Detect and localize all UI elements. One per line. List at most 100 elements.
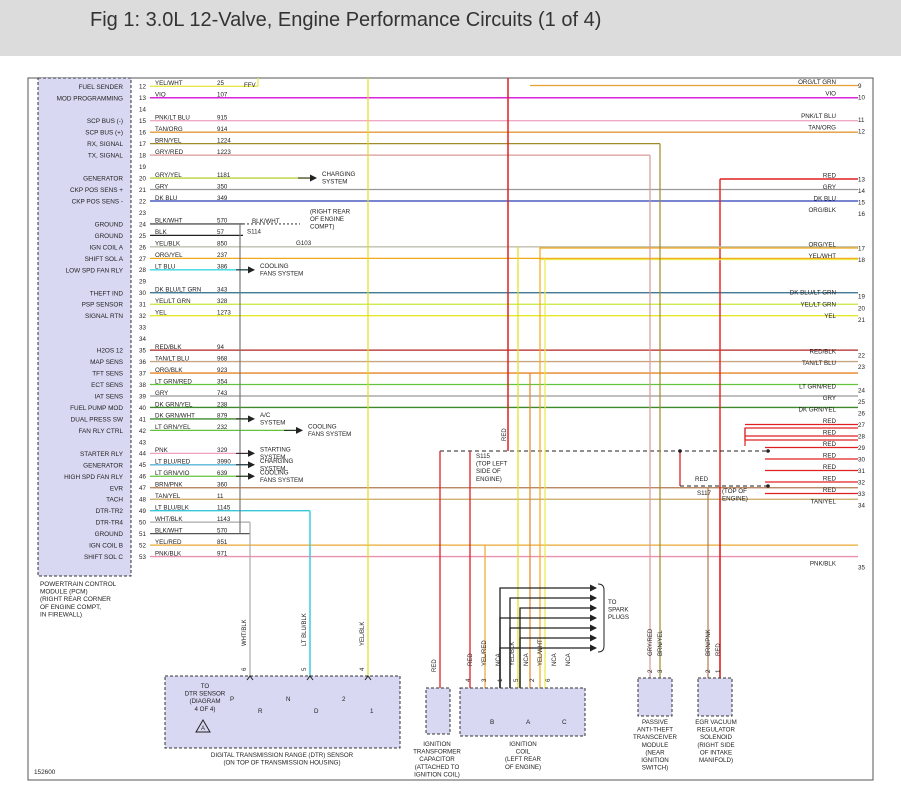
pin-num-24: 24: [139, 221, 146, 228]
pin-num-39: 39: [139, 393, 146, 400]
pin-num-28: 28: [139, 267, 146, 274]
wire-color-50: WHT/BLK: [155, 516, 183, 523]
right-color-13: RED: [823, 173, 837, 180]
pcm-label-32: SIGNAL RTN: [85, 313, 123, 320]
right-pin-25: 25: [858, 399, 865, 406]
circuit-13: 107: [217, 92, 228, 99]
egr-pin-0: 2: [705, 669, 712, 673]
ignition-coil: [459, 687, 586, 737]
right-color-35: PNK/BLK: [810, 561, 837, 568]
egr-caption-5: MANIFOLD): [699, 757, 733, 764]
spark-wire-4: [509, 627, 596, 696]
pcm-label-30: THEFT IND: [90, 290, 124, 297]
dtr-pin-0: 6: [241, 667, 248, 671]
right-color-34: TAN/YEL: [811, 499, 837, 506]
pcm-label-38: ECT SENS: [91, 382, 123, 389]
pin-num-22: 22: [139, 198, 146, 205]
circuit-40: 238: [217, 401, 228, 408]
wire-color-15: PNK/LT BLU: [155, 115, 190, 122]
coil-wire-2: NCA: [496, 653, 502, 666]
right-pin-20: 20: [858, 306, 865, 313]
wire-color-25: BLK: [155, 229, 168, 236]
pin-num-37: 37: [139, 370, 146, 377]
spark-bracket: [597, 583, 605, 653]
right-pin-28: 28: [858, 434, 865, 441]
splice-dot-2: [766, 449, 770, 453]
right-color-15: DK BLU: [814, 196, 836, 203]
dtr-note-2: (DIAGRAM: [190, 698, 221, 705]
pin-num-25: 25: [139, 233, 146, 240]
dtr-note-1: DTR SENSOR: [185, 691, 226, 698]
right-pin-31: 31: [858, 468, 865, 475]
right-color-29: RED: [823, 441, 837, 448]
pin-num-13: 13: [139, 95, 146, 102]
right-pin-15: 15: [858, 200, 865, 207]
s114-label: S114: [247, 228, 262, 235]
egr-caption-0: EGR VACUUM: [695, 719, 736, 726]
right-color-19: DK BLU/LT GRN: [790, 290, 836, 297]
wire-color-51: BLK/WHT: [155, 527, 183, 534]
right-color-9: ORG/LT GRN: [798, 79, 836, 86]
pcm-label-26: IGN COIL A: [89, 244, 123, 251]
circuit-26: 850: [217, 241, 228, 248]
pin-num-50: 50: [139, 520, 146, 527]
wire-color-53: PNK/BLK: [155, 550, 182, 557]
wire-color-30: DK BLU/LT GRN: [155, 287, 201, 294]
spark-wire-5: [519, 637, 596, 696]
wire-color-37: ORG/BLK: [155, 367, 183, 374]
cap-wire: RED: [432, 659, 438, 672]
circuit-15: 915: [217, 115, 228, 122]
pats-wire-1: BRN/YEL: [658, 630, 664, 656]
dtr-sw-5: 1: [370, 708, 374, 715]
pats-caption-4: (NEAR: [645, 749, 665, 756]
wire-color-41: DK GRN/WHT: [155, 413, 195, 420]
coil-letter-2: C: [562, 719, 567, 726]
wire-color-16: TAN/ORG: [155, 126, 183, 133]
pcm-label-31: PSP SENSOR: [82, 302, 124, 309]
right-pin-13: 13: [858, 177, 865, 184]
pats-module: [637, 677, 673, 717]
spark-label-1: SPARK: [608, 607, 629, 614]
pcm-label-35: H2OS 12: [97, 348, 124, 355]
right-color-18: YEL/WHT: [808, 253, 836, 260]
wire-color-49: LT BLU/BLK: [155, 504, 190, 511]
dtr-pin-2: 4: [359, 667, 366, 671]
cooling_1-label-16-0: COOLING: [260, 263, 289, 270]
pcm-label-42: FAN RLY CTRL: [78, 428, 123, 435]
circuit-36: 968: [217, 355, 228, 362]
right-pin-24: 24: [858, 388, 865, 395]
wire-color-24: BLK/WHT: [155, 218, 183, 225]
pcm-caption-2: (RIGHT REAR CORNER: [40, 596, 111, 603]
right-color-32: RED: [823, 476, 837, 483]
pin-num-33: 33: [139, 325, 146, 332]
circuit-41: 879: [217, 413, 228, 420]
coil-wire-5: YEL/WHT: [538, 639, 544, 666]
pin-num-46: 46: [139, 474, 146, 481]
cap-caption-4: IGNITION COIL): [414, 771, 460, 778]
right-color-25: GRY: [823, 395, 836, 402]
dtr-sw-3: D: [314, 708, 319, 715]
figure-title: Fig 1: 3.0L 12-Valve, Engine Performance…: [90, 9, 602, 31]
pcm-label-45: GENERATOR: [83, 462, 123, 469]
coil-pin-5: 6: [545, 678, 552, 682]
pcm-label-36: MAP SENS: [90, 359, 123, 366]
dtr-wire-2: YEL/BLK: [360, 622, 366, 646]
pcm-label-39: IAT SENS: [94, 393, 123, 400]
pin-num-14: 14: [139, 107, 146, 114]
warn-icon: [195, 719, 211, 733]
dtr-caption-1: (ON TOP OF TRANSMISSION HOUSING): [223, 760, 340, 767]
right-pin-9: 9: [858, 83, 862, 90]
wire-color-12: YEL/WHT: [155, 80, 183, 87]
pats-caption-1: ANTI-THEFT: [637, 727, 673, 734]
pin-num-44: 44: [139, 451, 146, 458]
right-color-12: TAN/ORG: [808, 125, 836, 132]
wire-color-22: DK BLU: [155, 195, 177, 202]
wire-color-28: LT BLU: [155, 264, 175, 271]
dtr-wire-0: WHT/BLK: [242, 619, 248, 646]
pcm-label-53: SHIFT SOL C: [84, 554, 123, 561]
circuit-46: 639: [217, 470, 228, 477]
pin-num-30: 30: [139, 290, 146, 297]
g103-label: G103: [296, 240, 312, 247]
circuit-18: 1223: [217, 149, 231, 156]
circuit-31: 328: [217, 298, 228, 305]
